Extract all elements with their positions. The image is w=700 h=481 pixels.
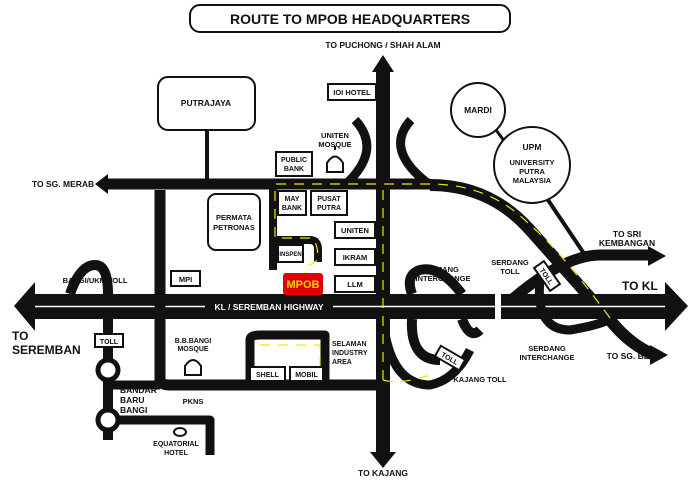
svg-text:SELAMAN: SELAMAN <box>332 341 367 348</box>
serdang-toll-label-1: SERDANG <box>491 258 529 267</box>
to-seremban-label-2: SEREMBAN <box>12 343 81 357</box>
arrow-south-icon <box>370 452 396 468</box>
svg-text:LLM: LLM <box>347 280 362 289</box>
mpob-headquarters[interactable]: MPOB <box>283 273 323 295</box>
svg-text:EQUATORIAL: EQUATORIAL <box>153 441 199 448</box>
mardi: MARDI <box>450 82 506 138</box>
svg-text:HOTEL: HOTEL <box>164 450 188 457</box>
ioi-hotel: IOI HOTEL <box>327 83 377 101</box>
svg-text:MARDI: MARDI <box>464 105 492 115</box>
svg-text:PERMATA: PERMATA <box>216 213 253 222</box>
mosque-icon <box>326 146 344 173</box>
svg-text:MOBIL: MOBIL <box>295 372 318 379</box>
to-sri-kembangan-label-1: TO SRI <box>613 229 641 239</box>
svg-text:BANK: BANK <box>282 205 302 212</box>
mobil: MOBIL <box>289 366 324 382</box>
upm: UPM UNIVERSITY PUTRA MALAYSIA <box>493 126 571 204</box>
svg-text:MOSQUE: MOSQUE <box>318 140 351 149</box>
svg-text:B.B.BANGI: B.B.BANGI <box>175 338 212 345</box>
svg-text:UNITEN: UNITEN <box>341 226 369 235</box>
svg-text:ROUTE TO MPOB HEADQUARTERS: ROUTE TO MPOB HEADQUARTERS <box>230 11 470 27</box>
toll-booth-serdang: TOLL <box>532 259 562 293</box>
bandar-baru-bangi: BANDAR BARU BANGI <box>120 385 157 415</box>
svg-text:BARU: BARU <box>120 395 145 405</box>
svg-text:IKRAM: IKRAM <box>343 253 368 262</box>
llm: LLM <box>334 275 376 293</box>
shell: SHELL <box>249 366 286 382</box>
svg-text:IOI HOTEL: IOI HOTEL <box>333 88 371 97</box>
svg-text:INDUSTRY: INDUSTRY <box>332 350 368 357</box>
may-bank: MAY BANK <box>277 190 307 216</box>
svg-text:PUTRA: PUTRA <box>519 167 545 176</box>
svg-text:UPM: UPM <box>523 142 542 152</box>
bb-bangi-mosque: B.B.BANGI MOSQUE <box>175 338 212 376</box>
mosque-icon <box>184 359 202 376</box>
highway-label: KL / SEREMBAN HIGHWAY <box>214 302 323 312</box>
kajang-interchange-label-2: INTERCHANGE <box>415 274 470 283</box>
arrow-north-icon <box>372 55 394 72</box>
to-sri-kembangan-label-2: KEMBANGAN <box>599 238 655 248</box>
route-path <box>274 183 611 380</box>
svg-text:PUTRA: PUTRA <box>317 205 341 212</box>
to-seremban-label-1: TO <box>12 329 28 343</box>
permata-petronas: PERMATA PETRONAS <box>207 193 261 251</box>
public-bank: PUBLIC BANK <box>275 151 313 177</box>
kajang-interchange-label-1: KAJANG <box>427 265 459 274</box>
svg-text:PUTRAJAYA: PUTRAJAYA <box>181 98 231 108</box>
to-puchong-label: TO PUCHONG / SHAH ALAM <box>325 40 440 50</box>
svg-text:PETRONAS: PETRONAS <box>213 223 255 232</box>
selaman-industry-area: SELAMAN INDUSTRY AREA <box>332 341 368 366</box>
svg-text:MOSQUE: MOSQUE <box>177 346 208 353</box>
svg-text:PUSAT: PUSAT <box>317 196 341 203</box>
to-kl-label: TO KL <box>622 279 658 293</box>
svg-text:INSPEN: INSPEN <box>279 252 301 258</box>
svg-text:UNIVERSITY: UNIVERSITY <box>509 158 554 167</box>
pusat-putra: PUSAT PUTRA <box>310 190 348 216</box>
svg-text:MPOB: MPOB <box>287 279 320 291</box>
bangi-toll-label: BANGI/UKM TOLL <box>63 276 128 285</box>
svg-text:MALAYSIA: MALAYSIA <box>513 176 552 185</box>
svg-text:BANDAR: BANDAR <box>120 385 157 395</box>
to-sg-besi-label: TO SG. BESI <box>607 351 658 361</box>
svg-text:PKNS: PKNS <box>183 397 204 406</box>
pkns: PKNS <box>183 397 204 406</box>
svg-text:BANK: BANK <box>284 166 304 173</box>
roads <box>14 55 688 468</box>
to-kajang-label: TO KAJANG <box>358 468 408 478</box>
equatorial-hotel: EQUATORIAL HOTEL <box>153 427 200 457</box>
uniten: UNITEN <box>334 221 376 239</box>
svg-text:BANGI: BANGI <box>120 405 147 415</box>
map-title: ROUTE TO MPOB HEADQUARTERS <box>189 4 511 33</box>
serdang-toll-label-2: TOLL <box>500 267 520 276</box>
arrow-west-icon <box>95 174 108 194</box>
serdang-interchange-label-2: INTERCHANGE <box>519 353 574 362</box>
putrajaya: PUTRAJAYA <box>157 76 256 131</box>
svg-text:MPI: MPI <box>179 275 192 284</box>
svg-text:PUBLIC: PUBLIC <box>281 157 307 164</box>
to-sg-merab-label: TO SG. MERAB <box>32 179 94 189</box>
svg-text:TOLL: TOLL <box>100 339 119 346</box>
ikram: IKRAM <box>334 248 376 266</box>
uniten-mosque: UNITEN MOSQUE <box>318 131 352 173</box>
toll-booth-kajang: TOLL <box>433 344 467 372</box>
svg-text:SHELL: SHELL <box>256 372 280 379</box>
svg-text:UNITEN: UNITEN <box>321 131 349 140</box>
mpi: MPI <box>170 270 201 287</box>
toll-booth-bangi: TOLL <box>94 333 124 348</box>
svg-text:AREA: AREA <box>332 359 352 366</box>
inspen: INSPEN <box>277 244 304 263</box>
serdang-interchange-label-1: SERDANG <box>528 344 566 353</box>
kajang-toll-label: KAJANG TOLL <box>453 375 507 384</box>
svg-text:MAY: MAY <box>285 196 300 203</box>
